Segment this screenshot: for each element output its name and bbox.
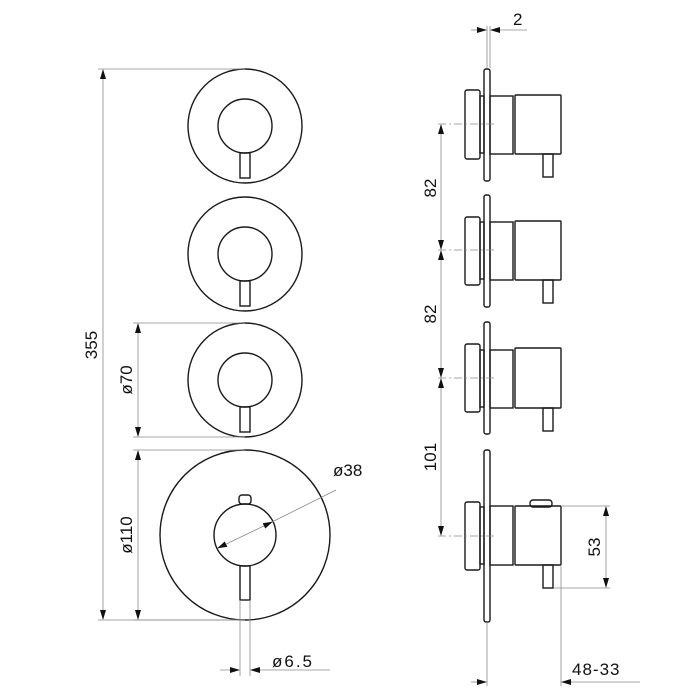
dim-101: 101 (421, 443, 440, 471)
side-unit-2 (438, 194, 562, 308)
dim-2: 2 (513, 10, 522, 29)
side-unit-4 (438, 449, 562, 623)
dim-82-second: 82 (421, 305, 440, 324)
dimension-large-plate: ø110 (117, 449, 245, 621)
side-unit-3 (438, 321, 562, 435)
dimension-small-plate: ø70 (117, 322, 245, 438)
dim-diameter-110: ø110 (117, 516, 136, 554)
side-view: 82 82 101 2 53 48-33 (421, 10, 640, 686)
small-control-1 (187, 68, 303, 184)
dimension-lever: ø6.5 (220, 600, 330, 676)
small-control-3 (187, 322, 303, 438)
front-view: 355 ø70 ø110 ø38 ø6.5 (82, 68, 362, 676)
dimension-depth: 48-33 (471, 566, 640, 686)
dimension-spacing: 82 82 101 (421, 124, 444, 536)
dim-diameter-70: ø70 (117, 365, 136, 394)
dim-diameter-6-5: ø6.5 (272, 652, 314, 671)
dimension-plate-thickness: 2 (471, 10, 527, 68)
dim-82-first: 82 (421, 179, 440, 198)
dim-355: 355 (82, 331, 101, 359)
side-unit-1 (438, 68, 562, 182)
dimension-body-height: 53 (554, 505, 610, 589)
dim-diameter-38: ø38 (333, 461, 362, 480)
dimension-overall-height: 355 (82, 68, 245, 621)
dim-53: 53 (585, 538, 604, 557)
dim-48-33: 48-33 (572, 660, 620, 679)
small-control-2 (187, 196, 303, 312)
dimension-handle: ø38 (217, 461, 362, 549)
